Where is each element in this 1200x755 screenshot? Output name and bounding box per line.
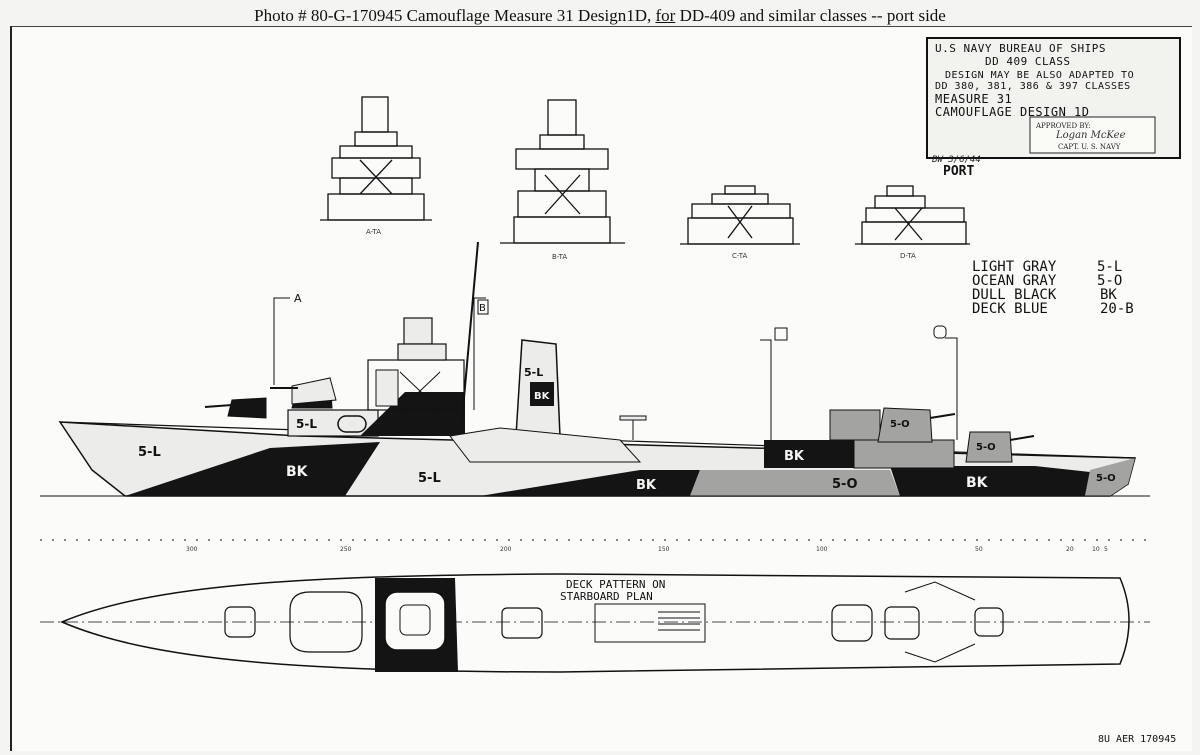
caption-underlined: for — [655, 6, 676, 25]
gun-3-plan — [831, 604, 873, 642]
label-5L-midships: 5-L — [418, 471, 441, 486]
label-5L-funnel: 5-L — [524, 366, 543, 379]
frame-20: 20 — [1066, 546, 1074, 553]
hull-black-band-3 — [890, 466, 1090, 496]
after-director — [829, 409, 881, 441]
legend-name-0: LIGHT GRAY — [972, 259, 1057, 275]
bridge-plan — [384, 591, 446, 651]
frame-10: 10 — [1092, 546, 1100, 553]
signature: Logan McKee — [1055, 130, 1126, 141]
frame-200: 200 — [500, 546, 512, 553]
bureau-stamp: U.S NAVY BUREAU OF SHIPS DD 409 CLASS DE… — [926, 37, 1181, 179]
section-view-d: D-TA — [855, 185, 970, 260]
bridge-black-patch — [360, 392, 465, 436]
footer-number: 8U AER 170945 — [1098, 734, 1176, 745]
legend-code-3: 20-B — [1100, 301, 1134, 317]
label-5O-stern: 5-O — [1096, 473, 1116, 484]
hull-black-band-2 — [480, 470, 700, 496]
frame-5: 5 — [1104, 546, 1108, 553]
section-marker-d — [933, 325, 958, 440]
plan-title-1: DECK PATTERN ON — [566, 578, 665, 591]
frame-50: 50 — [975, 546, 983, 553]
gun-mount-1 — [227, 397, 267, 419]
side-label: PORT — [943, 164, 974, 179]
drafter-date: BW 3/6/44 — [932, 155, 981, 165]
legend-name-3: DECK BLUE — [972, 301, 1048, 317]
label-BK-2: BK — [636, 478, 657, 493]
legend-code-1: 5-O — [1097, 273, 1122, 289]
photo-caption: Photo # 80-G-170945 Camouflage Measure 3… — [0, 6, 1200, 26]
caption-prefix: Photo # 80-G-170945 Camouflage Measure 3… — [254, 6, 656, 25]
caption-suffix: DD-409 and similar classes -- port side — [675, 6, 946, 25]
after-deckhouse — [764, 440, 854, 468]
gun-mount-4 — [965, 431, 1013, 463]
mast — [461, 241, 479, 421]
legend-name-1: OCEAN GRAY — [972, 273, 1057, 289]
paint-legend: LIGHT GRAY 5-L OCEAN GRAY 5-O DULL BLACK… — [972, 259, 1134, 317]
legend-name-2: DULL BLACK — [972, 287, 1057, 303]
gun-1-plan — [224, 606, 256, 638]
deck-plan: DECK PATTERN ON STARBOARD PLAN — [40, 573, 1150, 673]
section-c-label: C-TA — [732, 252, 748, 260]
gun-5-plan — [974, 607, 1004, 637]
label-5L-bow: 5-L — [138, 445, 161, 460]
label-BK-funnel: BK — [534, 391, 551, 402]
stamp-line-6: CAMOUFLAGE DESIGN 1D — [935, 105, 1090, 119]
section-marker-c — [760, 327, 788, 440]
stamp-line-4: DD 380, 381, 386 & 397 CLASSES — [935, 81, 1131, 92]
hull-black-band-1 — [125, 442, 380, 496]
section-view-b: B-TA — [500, 99, 625, 261]
approved-label: APPROVED BY: — [1035, 122, 1091, 130]
hull-gray-band-1 — [690, 470, 900, 496]
section-view-c: C-TA — [680, 185, 800, 260]
ship-profile: 5-L 5-L 5-L 5-L BK BK BK BK BK 5-O 5-O 5… — [40, 241, 1150, 497]
frame-100: 100 — [816, 546, 828, 553]
frame-150: 150 — [658, 546, 670, 553]
gun-mount-3 — [877, 407, 933, 443]
legend-code-2: BK — [1100, 287, 1117, 303]
stamp-line-5: MEASURE 31 — [935, 92, 1012, 106]
stamp-line-3: DESIGN MAY BE ALSO ADAPTED TO — [945, 70, 1134, 81]
marker-b-label: B — [479, 303, 486, 314]
gun-2-plan — [289, 591, 363, 653]
stamp-line-1: U.S NAVY BUREAU OF SHIPS — [935, 42, 1106, 55]
label-5O-gun4: 5-O — [976, 442, 996, 453]
frame-300: 300 — [186, 546, 198, 553]
frame-250: 250 — [340, 546, 352, 553]
section-d-label: D-TA — [900, 252, 916, 260]
marker-a-label: A — [294, 292, 302, 305]
frame-scale: 300 250 200 150 100 50 20 10 5 — [40, 539, 1150, 553]
label-5O-gun3: 5-O — [890, 419, 910, 430]
director-tower — [403, 317, 433, 345]
label-BK-1: BK — [286, 464, 309, 480]
label-BK-3: BK — [966, 475, 989, 491]
funnel-plan — [501, 607, 543, 639]
label-5L-bridge: 5-L — [296, 417, 317, 431]
section-marker-a: A — [273, 292, 302, 385]
rank-label: CAPT. U. S. NAVY — [1058, 143, 1121, 151]
label-5O-1: 5-O — [832, 477, 858, 492]
hull-gray-band-2 — [1085, 458, 1135, 496]
section-view-a: A-TA — [320, 96, 432, 236]
section-marker-b: B — [473, 297, 489, 410]
label-BK-deckhouse: BK — [784, 449, 805, 464]
torpedo-tubes-plan — [594, 603, 706, 643]
legend-code-0: 5-L — [1097, 259, 1122, 275]
section-b-label: B-TA — [552, 253, 567, 261]
gun-4-plan — [884, 606, 920, 640]
stamp-line-2: DD 409 CLASS — [985, 55, 1070, 68]
section-a-label: A-TA — [366, 228, 381, 236]
plan-title-2: STARBOARD PLAN — [560, 590, 653, 603]
